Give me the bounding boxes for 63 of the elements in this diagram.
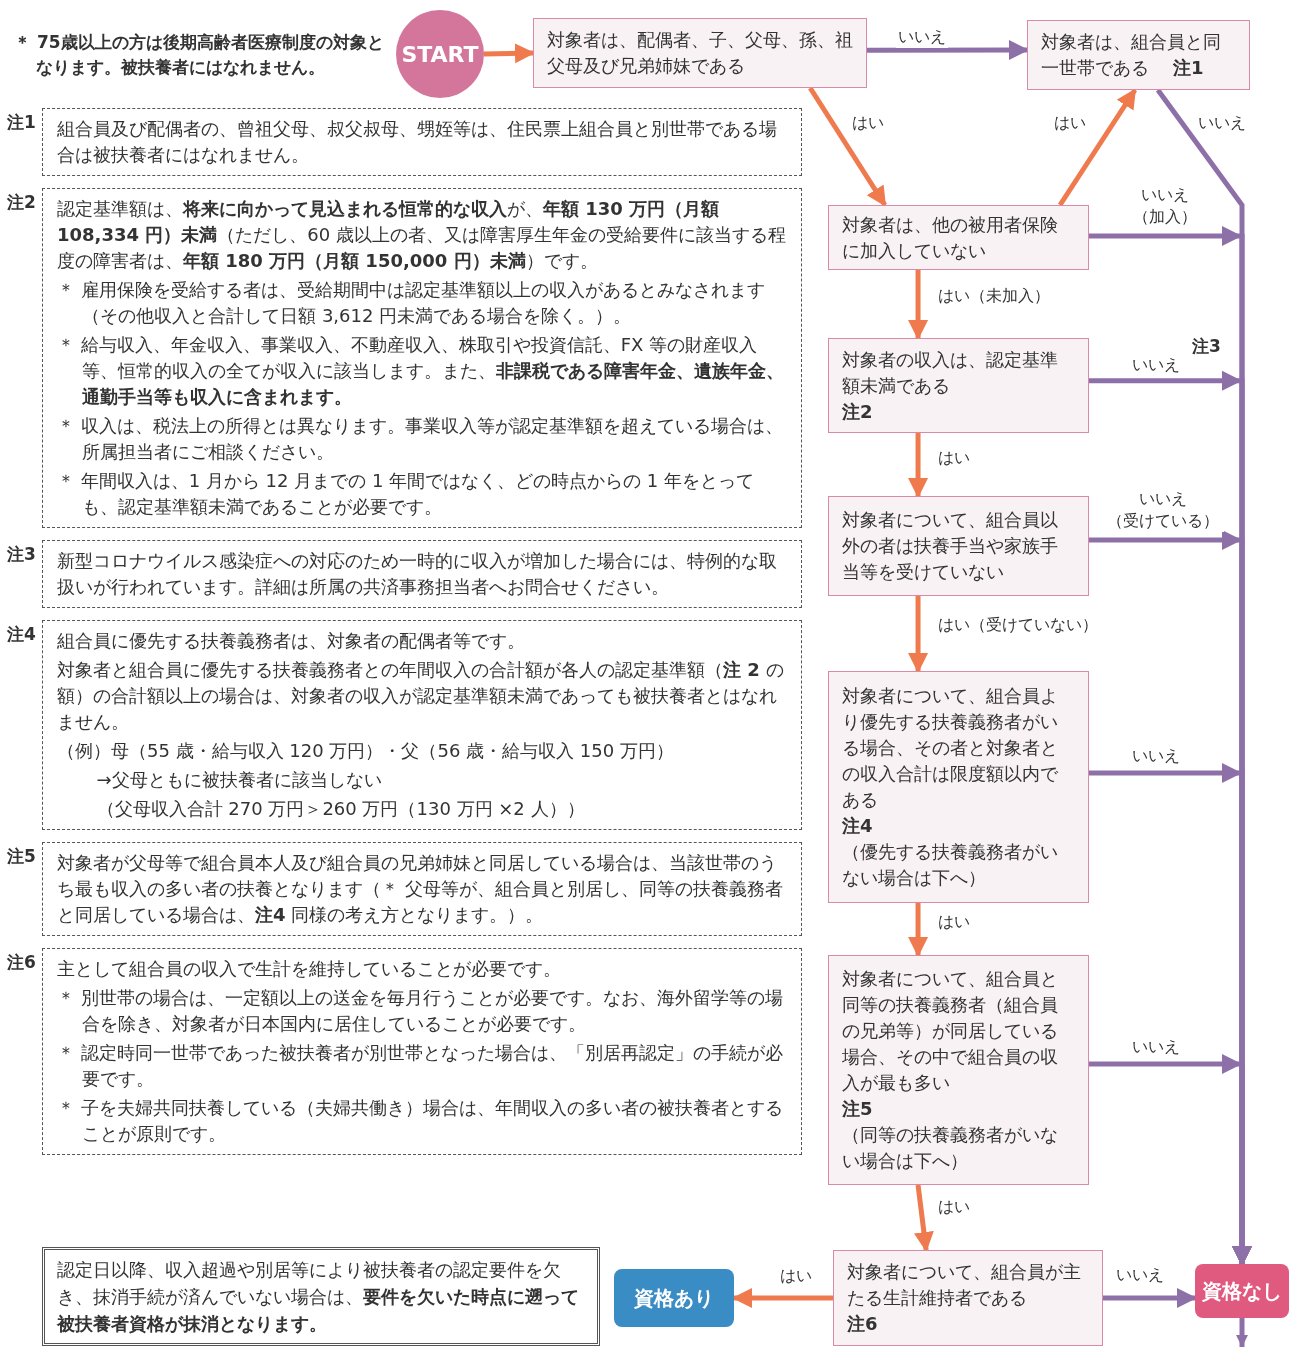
note-reference: 注5: [842, 1097, 874, 1121]
question-text: 対象者について、組合員以外の者は扶養手当や家族手当等を受けていない: [842, 508, 1059, 584]
note-text: ＊ 子を夫婦共同扶養している（夫婦共働き）場合は、年間収入の多い者の被扶養者とすることが原則です。: [57, 1096, 784, 1146]
question-text: 対象者は、他の被用者保険に加入していない: [842, 212, 1059, 263]
arrow: [908, 903, 929, 957]
question-text: （優先する扶養義務者がいない場合は下へ）: [842, 840, 1059, 890]
arrow: [867, 40, 1029, 61]
arrow: [732, 1288, 833, 1308]
note-reference: 注2: [842, 399, 874, 424]
arrow: [1103, 1288, 1197, 1308]
question-box: [533, 18, 867, 88]
arrow: [483, 43, 535, 64]
warning-box: [42, 1247, 600, 1346]
note-text: ＊ 給与収入、年金収入、事業収入、不動産収入、株取引や投資信託、FX 等の財産収入等、恒常的収入の全てが収入に該当します。また、非課税である障害年金、遺族年金、通勤手当等も収入に含まれます。: [57, 333, 786, 409]
question-text: 対象者について、組合員と同等の扶養義務者（組合員の兄弟等）が同居している場合、その中で組合員の収入が最も多い: [842, 967, 1059, 1095]
note-text: ＊ 雇用保険を受給する者は、受給期間中は認定基準額以上の収入があるとみなされます（その他収入と合計して日額 3,612 円未満である場合を除く。）。: [57, 278, 766, 328]
note-text: 組合員に優先する扶養義務者は、対象者の配偶者等です。: [57, 629, 526, 653]
question-box: [828, 338, 1089, 433]
arrow: [908, 433, 929, 498]
question-box: [1027, 20, 1250, 90]
note-text: ＊ 認定時同一世帯であった被扶養者が別世帯となった場合は、「別居再認定」の手続が必要です。: [57, 1041, 784, 1091]
note-text: 新型コロナウイルス感染症への対応のため一時的に収入が増加した場合には、特例的な取扱いが行われています。詳細は所属の共済事務担当者へお問合せください。: [57, 549, 778, 599]
arrow: [908, 596, 929, 673]
note-text: （例）母（55 歳・給与収入 120 万円）・父（56 歳・給与収入 150 万円）: [57, 739, 675, 763]
note-text: ＊ 収入は、税法上の所得とは異なります。事業収入等が認定基準額を超えている場合は、所属担当者にご相談ください。: [57, 414, 784, 464]
question-box: [828, 205, 1089, 270]
note-text: ＊ 別世帯の場合は、一定額以上の送金を毎月行うことが必要です。なお、海外留学等の場合を除き、対象者が日本国内に居住していることが必要です。: [57, 986, 784, 1036]
question-text: 対象者について、組合員が主たる生計維持者である: [847, 1260, 1082, 1310]
warning-text: 認定日以降、収入超過や別居等により被扶養者の認定要件を欠き、抹消手続が済んでいない場合は、要件を欠いた時点に遡って被扶養者資格が抹消となります。: [57, 1258, 580, 1336]
note-reference: 注3: [1192, 335, 1221, 358]
note-reference: 注4: [842, 814, 874, 838]
arrow: [1236, 1318, 1248, 1347]
note-reference: 注6: [847, 1312, 879, 1336]
note-number: 注3: [7, 543, 36, 566]
arrow: [914, 1184, 934, 1252]
note-number: 注6: [7, 951, 36, 974]
question-text: （同等の扶養義務者がいない場合は下へ）: [842, 1123, 1059, 1173]
note-text: →父母ともに被扶養者に該当しない: [95, 768, 383, 792]
note-text: （父母収入合計 270 万円＞260 万円（130 万円 ×2 人））: [95, 797, 586, 821]
note-number: 注2: [7, 191, 36, 214]
note-number: 注5: [7, 845, 36, 868]
arrow: [908, 270, 929, 340]
question-text: 対象者について、組合員より優先する扶養義務者がいる場合、その者と対象者との収入合計は限度額以内である: [842, 684, 1059, 812]
question-text: 対象者は、配偶者、子、父母、孫、祖父母及び兄弟姉妹である: [547, 28, 853, 78]
note-number: 注1: [7, 111, 36, 134]
question-box: [833, 1250, 1103, 1346]
arrow: [808, 86, 887, 207]
question-box: [828, 496, 1089, 596]
note-text: 対象者と組合員に優先する扶養義務者との年間収入の合計額が各人の認定基準額（注 2 の額）の合計額以上の場合は、対象者の収入が認定基準額未満であっても被扶養者とはなれません。: [57, 658, 785, 734]
note-number: 注4: [7, 623, 36, 646]
result-box: 資格あり: [614, 1269, 734, 1327]
note-text: ＊ 年間収入は、1 月から 12 月までの 1 年間ではなく、どの時点からの 1 年をとっても、認定基準額未満であることが必要です。: [57, 469, 756, 519]
question-box: [828, 955, 1089, 1185]
question-box: [828, 671, 1089, 903]
age-note: ＊ 75歳以上の方は後期高齢者医療制度の対象となります。被扶養者にはなれません。: [14, 31, 385, 79]
result-box: 資格なし: [1195, 1264, 1289, 1318]
note-text: 主として組合員の収入で生計を維持していることが必要です。: [57, 957, 562, 981]
note-text: 組合員及び配偶者の、曾祖父母、叔父叔母、甥姪等は、住民票上組合員と別世帯である場合は被扶養者にはなれません。: [57, 117, 778, 167]
note-text: 対象者が父母等で組合員本人及び組合員の兄弟姉妹と同居している場合は、当該世帯のうち最も収入の多い者の扶養となります（＊ 父母等が、組合員と別居し、同等の扶養義務者と同居している場合は、注4 同様の考え方となります。）。: [57, 851, 784, 927]
arrow: [1057, 88, 1138, 207]
question-text: 対象者の収入は、認定基準額未満である: [842, 347, 1059, 398]
question-text: 対象者は、組合員と同一世帯である 注1: [1041, 30, 1222, 80]
note-text: 認定基準額は、将来に向かって見込まれる恒常的な収入が、年額 130 万円（月額 108,334 円）未満（ただし、60 歳以上の者、又は障害厚生年金の受給要件に該当する程度の障害者は、年額 180 万円（月額 150,000 円）未満）です。: [57, 197, 787, 273]
